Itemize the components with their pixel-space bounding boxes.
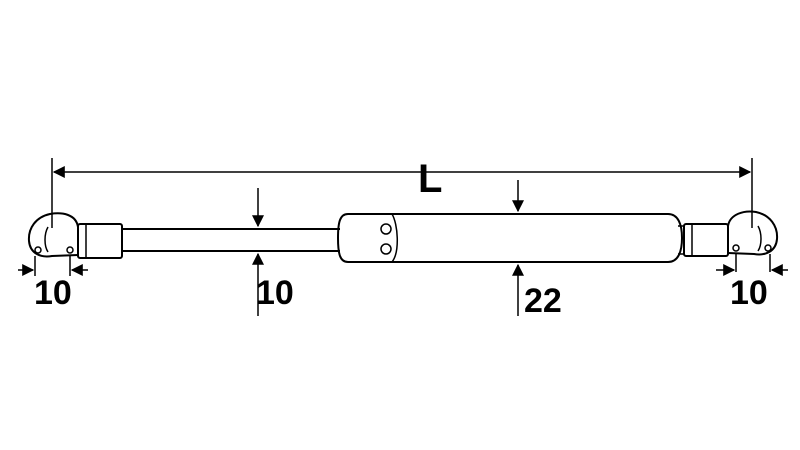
left-ball-socket bbox=[27, 212, 79, 258]
body-diameter-label: 22 bbox=[524, 282, 562, 320]
left-eye-width-label: 10 bbox=[34, 274, 72, 312]
left-eye-dimension bbox=[18, 256, 88, 276]
right-end-fitting bbox=[678, 223, 729, 257]
length-dimension bbox=[51, 158, 753, 228]
right-eye-width-label: 10 bbox=[730, 274, 768, 312]
piston-rod bbox=[122, 228, 340, 252]
length-label: L bbox=[418, 157, 442, 201]
cylinder-body bbox=[336, 213, 684, 263]
rod-diameter-label: 10 bbox=[256, 274, 294, 312]
right-eye-dimension bbox=[716, 254, 788, 276]
left-end-fitting bbox=[77, 223, 123, 259]
right-ball-socket bbox=[727, 210, 779, 256]
